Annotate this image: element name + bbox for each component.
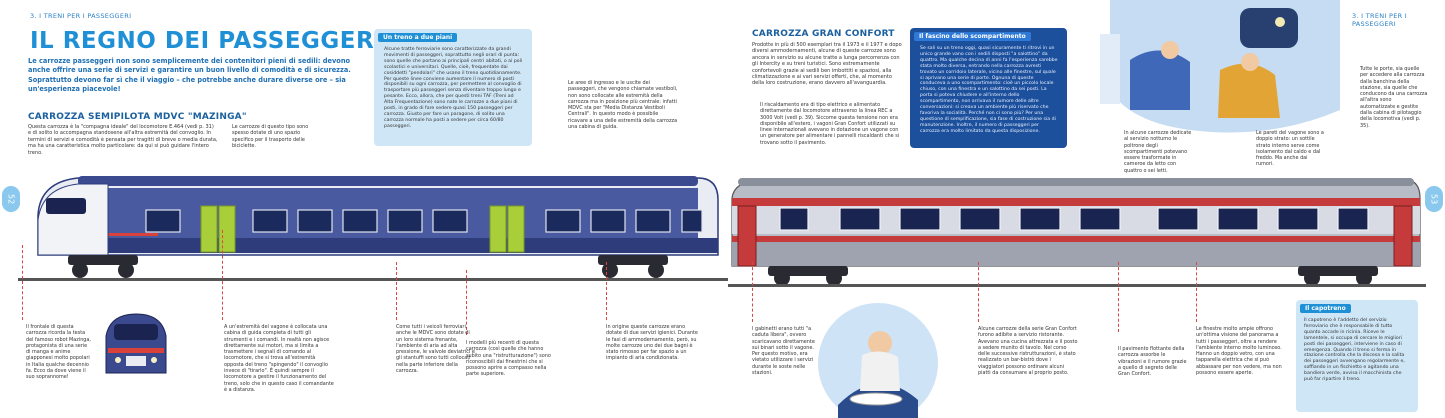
double-deck-box-text: Alcune tratte ferroviarie sono caratteri… <box>384 47 523 129</box>
compartment-box-text: Se sali su un treno oggi, quasi sicurame… <box>920 46 1058 134</box>
gc-lower-body <box>732 242 1420 266</box>
conductor-box-heading: Il capotreno <box>1300 304 1351 313</box>
dash-line-4 <box>466 270 467 335</box>
dash-line-6 <box>752 262 753 322</box>
mdvc-train-illustration <box>18 176 728 281</box>
running-head-right: 3. I TRENI PER I PASSEGGERI <box>1352 12 1408 28</box>
mdvc-roof <box>78 176 698 186</box>
annotation-toilets: I gabinetti erano tutti "a caduta libera… <box>752 326 815 377</box>
dash-line-2 <box>222 230 223 320</box>
dash-line-1 <box>22 245 23 320</box>
note-heating: Il riscaldamento era di tipo elettrico e… <box>760 102 900 146</box>
mdvc-cab-window <box>46 198 86 214</box>
gc-red-band-top <box>732 198 1420 206</box>
note-walls: Le pareti del vagone sono a doppio strat… <box>1256 130 1324 168</box>
annotation-air-conditioning: In origine queste carrozze erano dotate … <box>606 324 698 362</box>
running-head-left: 3. I TRENI PER I PASSEGGERI <box>30 12 132 20</box>
compartment-box-heading: Il fascino dello scompartimento <box>914 32 1031 41</box>
note-bicycles: Le carrozze di questo tipo sono spesso d… <box>232 124 309 149</box>
note-sleeper: In alcune carrozze dedicate al servizio … <box>1124 130 1192 174</box>
restaurant-illustration <box>818 303 938 418</box>
compartment-illustration <box>1100 0 1340 133</box>
mdvc-rail <box>18 278 728 281</box>
mdvc-doors <box>200 205 525 253</box>
page-number-left: 52 <box>2 186 20 212</box>
conductor-box-text: Il capotreno è l'addetto del servizio fe… <box>1304 318 1405 383</box>
section-title-gran-confort: CARROZZA GRAN CONFORT <box>752 29 895 39</box>
gran-confort-train-illustration <box>728 178 1426 287</box>
annotation-mazinga-front: Il frontale di questa carrozza ricorda l… <box>26 324 91 381</box>
annotation-driving-cab: A un'estremità del vagone è collocata un… <box>224 324 334 393</box>
dash-line-7 <box>978 262 979 322</box>
annotation-windows: Le finestre molto ampie offrono un'ottim… <box>1196 326 1282 377</box>
gc-doors <box>737 205 1413 267</box>
dash-line-3 <box>396 262 397 320</box>
dash-line-5 <box>606 262 607 320</box>
mdvc-windows <box>145 209 703 233</box>
compartment-box: Il fascino dello scompartimento Se sali … <box>910 28 1067 148</box>
mdvc-bogies <box>68 255 668 278</box>
gc-windows <box>779 207 1369 231</box>
section-text-gran-confort: Prodotte in più di 500 esemplari tra il … <box>752 42 902 87</box>
gc-red-band-bottom <box>732 236 1420 242</box>
annotation-floating-floor: Il pavimento flottante della carrozza as… <box>1118 346 1187 378</box>
note-vestibules: Le aree di ingresso e le uscite dei pass… <box>568 80 678 131</box>
mdvc-lower-band <box>38 238 718 253</box>
gc-roof <box>738 178 1414 186</box>
gc-rail <box>728 284 1426 287</box>
double-deck-box-heading: Un treno a due piani <box>378 33 458 42</box>
mazinga-front-illustration <box>105 313 167 374</box>
annotation-new-models: I modelli più recenti di questa carrozza… <box>466 340 551 378</box>
dash-line-9 <box>1196 262 1197 322</box>
double-deck-box: Un treno a due piani Alcune tratte ferro… <box>374 29 532 146</box>
note-doors-automatic: Tutte le porte, sia quelle per accedere … <box>1360 66 1428 129</box>
page-title: IL REGNO DEI PASSEGGERI <box>30 28 384 54</box>
gc-bogies <box>768 266 1378 286</box>
conductor-box: Il capotreno Il capotreno è l'addetto de… <box>1296 300 1418 412</box>
annotation-restaurant: Alcune carrozze della serie Gran Confort… <box>978 326 1078 377</box>
section-title-mazinga: CARROZZA SEMIPILOTA MDVC "MAZINGA" <box>28 112 247 122</box>
dash-line-8 <box>1118 262 1119 332</box>
section-text-mazinga: Questa carrozza è la "compagna ideale" d… <box>28 124 218 156</box>
lead-paragraph: Le carrozze passeggeri non sono semplice… <box>28 57 351 94</box>
page-number-right: 53 <box>1425 186 1443 212</box>
annotation-brake-system: Come tutti i veicoli ferroviari, anche l… <box>396 324 475 375</box>
